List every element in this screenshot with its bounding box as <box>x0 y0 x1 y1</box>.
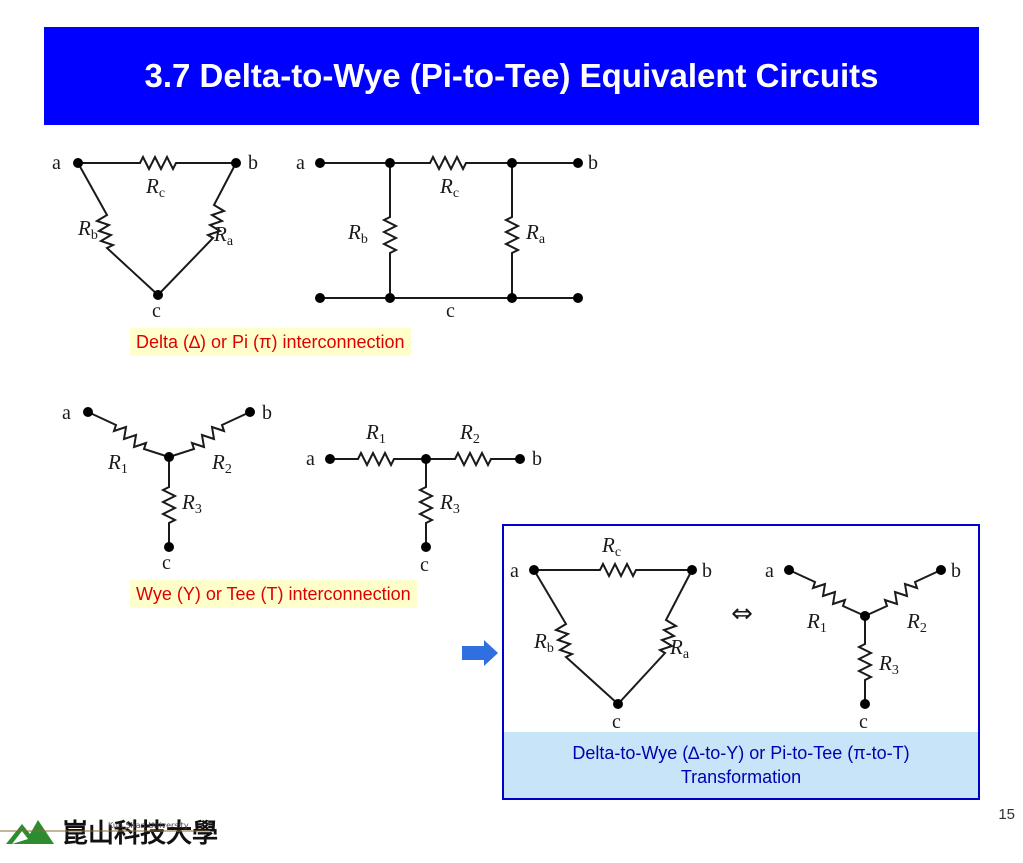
tee-node-b: b <box>532 448 542 470</box>
transform-delta-circuit: a b c Rc Rb Ra <box>510 533 712 733</box>
pi-node-a: a <box>296 152 305 174</box>
delta-node-a: a <box>52 152 61 174</box>
transformation-caption: Delta-to-Wye (∆-to-Y) or Pi-to-Tee (π-to… <box>504 732 978 798</box>
pi-ra-label: Ra <box>525 220 546 247</box>
delta-node-c: c <box>152 300 161 322</box>
transform-delta-node-c: c <box>612 711 621 733</box>
pi-rc-label: Rc <box>439 174 459 201</box>
pi-rb-label: Rb <box>347 220 368 247</box>
pi-node-b: b <box>588 152 598 174</box>
page-number: 15 <box>998 806 1015 823</box>
right-arrow-icon <box>462 640 498 666</box>
transformation-caption-line2: Transformation <box>680 767 802 787</box>
transform-delta-rb-label: Rb <box>533 629 554 656</box>
logo-chinese-name: 崑山科技大學 <box>62 819 218 849</box>
wye-r1-label: R1 <box>107 450 128 477</box>
equivalence-symbol: ⇔ <box>731 599 753 629</box>
transform-wye-r1-label: R1 <box>806 609 827 636</box>
wye-circuit: a b c R1 R2 R3 <box>62 402 272 574</box>
tee-r3-label: R3 <box>439 490 460 517</box>
transform-delta-ra-label: Ra <box>669 635 690 662</box>
delta-rc-label: Rc <box>145 174 165 201</box>
delta-wires <box>77 154 237 296</box>
transformation-caption-line1: Delta-to-Wye (∆-to-Y) or Pi-to-Tee (π-to… <box>572 743 910 763</box>
wye-r2-label: R2 <box>211 450 232 477</box>
transform-wye-circuit: a b c R1 R2 R3 <box>765 560 961 733</box>
tee-node-a: a <box>306 448 315 470</box>
delta-ra-label: Ra <box>213 222 234 249</box>
university-logo: 崑山科技大學 Kun Shan University <box>0 819 218 849</box>
wye-tee-caption: Wye (Y) or Tee (T) interconnection <box>130 580 417 608</box>
tee-r2-label: R2 <box>459 420 480 447</box>
wye-node-a: a <box>62 402 71 424</box>
wye-node-c: c <box>162 552 171 574</box>
tee-node-c: c <box>420 554 429 576</box>
delta-node-b: b <box>248 152 258 174</box>
delta-pi-caption: Delta (∆) or Pi (π) interconnection <box>130 328 411 356</box>
transform-delta-node-a: a <box>510 560 519 582</box>
delta-rb-label: Rb <box>77 216 98 243</box>
transform-wye-r2-label: R2 <box>906 609 927 636</box>
tee-circuit: a b c R1 R2 R3 <box>306 420 542 576</box>
slide-title: 3.7 Delta-to-Wye (Pi-to-Tee) Equivalent … <box>144 57 879 94</box>
transform-delta-rc-label: Rc <box>601 533 621 560</box>
transform-wye-node-c: c <box>859 711 868 733</box>
pi-node-c: c <box>446 300 455 322</box>
pi-circuit: a b c Rc Rb Ra <box>296 152 598 322</box>
wye-node-b: b <box>262 402 272 424</box>
transform-delta-node-b: b <box>702 560 712 582</box>
tee-wires <box>329 450 521 548</box>
wye-wires <box>87 411 251 548</box>
mountain-logo-icon <box>6 820 54 844</box>
title-bar: 3.7 Delta-to-Wye (Pi-to-Tee) Equivalent … <box>44 27 979 125</box>
double-arrow-icon: ⇔ <box>731 599 753 629</box>
wye-r3-label: R3 <box>181 490 202 517</box>
logo-english-name: Kun Shan University <box>108 821 189 830</box>
transformation-box: a b c Rc Rb Ra ⇔ a b c R1 R2 R3 Delta-to… <box>502 524 980 800</box>
transform-wye-node-a: a <box>765 560 774 582</box>
tee-r1-label: R1 <box>365 420 386 447</box>
transform-wye-r3-label: R3 <box>878 651 899 678</box>
transform-wye-node-b: b <box>951 560 961 582</box>
delta-circuit: a b c Rc Rb Ra <box>52 152 258 322</box>
pi-wires <box>319 154 579 299</box>
